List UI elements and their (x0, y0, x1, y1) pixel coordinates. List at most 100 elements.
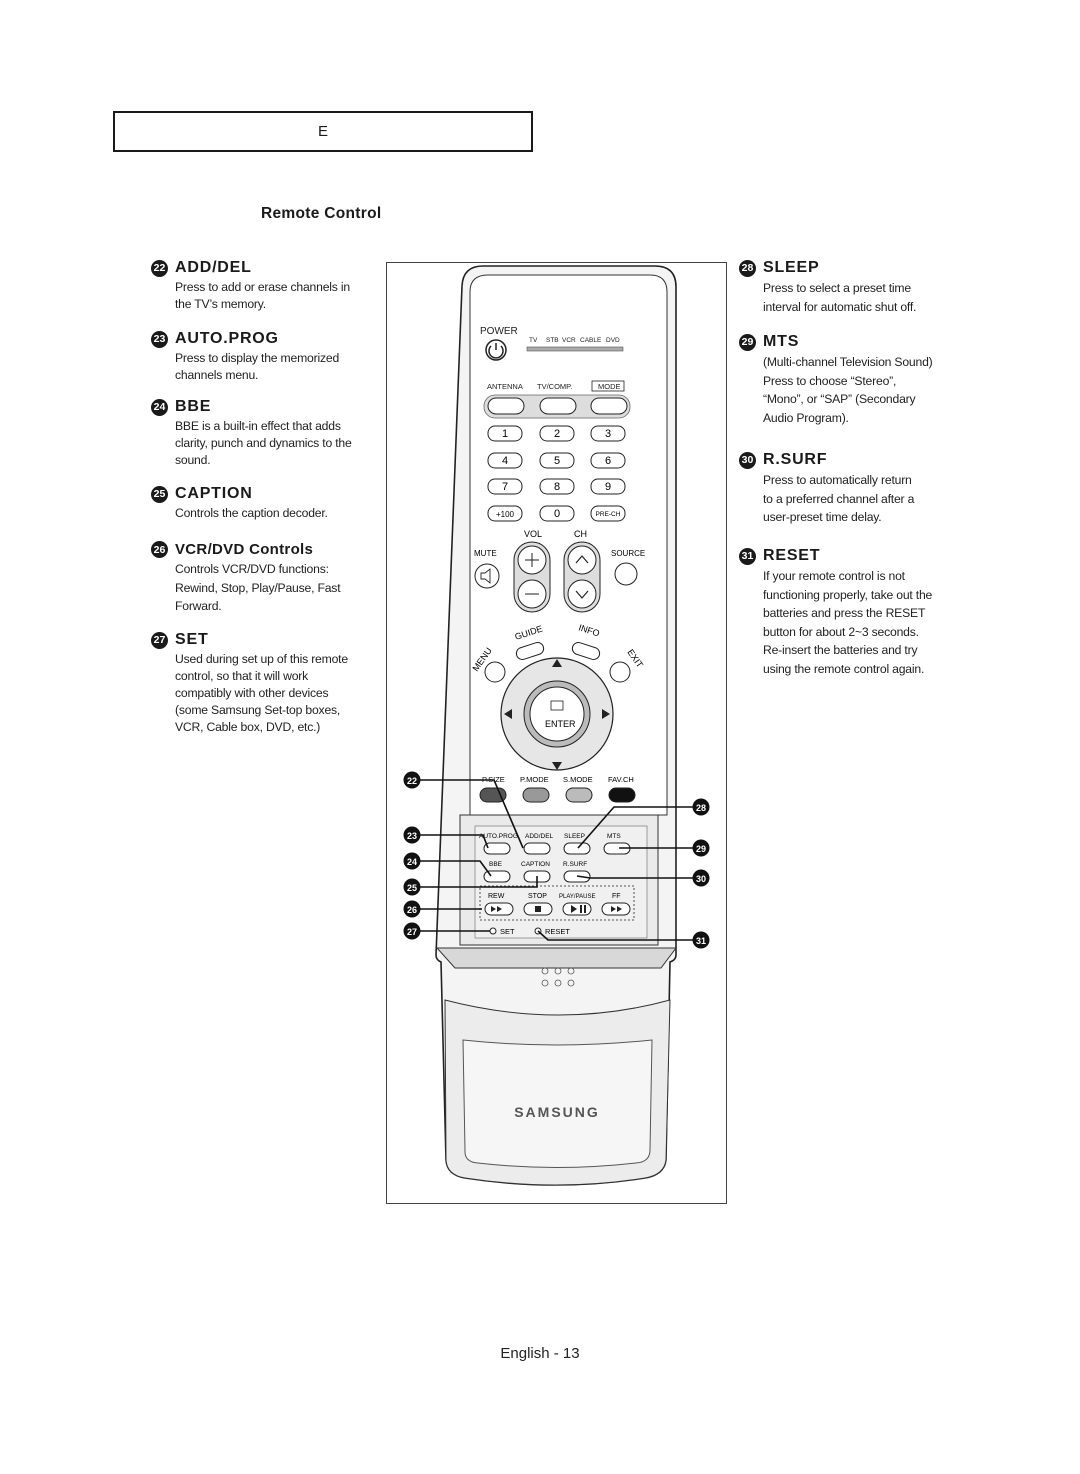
svg-text:27: 27 (407, 927, 417, 937)
smode-label: S.MODE (563, 775, 593, 784)
rew-label: REW (488, 893, 505, 900)
item-title: CAPTION (175, 485, 253, 502)
enter-label: ENTER (545, 719, 576, 729)
mode-button (590, 397, 628, 415)
svg-text:PRE-CH: PRE-CH (596, 511, 621, 518)
svg-text:9: 9 (605, 481, 611, 493)
down-arrow-icon (552, 762, 562, 770)
svg-text:8: 8 (554, 481, 560, 493)
callout-number: 28 (739, 259, 756, 277)
svg-text:7: 7 (502, 481, 508, 493)
guide-button (515, 642, 545, 660)
item-title: MTS (763, 333, 800, 350)
favch-button (608, 787, 636, 803)
item-title: ADD/DEL (175, 259, 252, 276)
callout-lines (418, 779, 694, 941)
reset-label: RESET (545, 927, 570, 936)
item-title: VCR/DVD Controls (175, 541, 314, 558)
source-button (614, 562, 638, 586)
callout-number: 24 (151, 398, 168, 416)
sleep-button (563, 842, 591, 855)
svg-text:3: 3 (605, 428, 611, 440)
item-title: BBE (175, 398, 212, 415)
up-arrow-icon (552, 659, 562, 667)
mode-indicator (526, 346, 624, 352)
svg-text:30: 30 (696, 874, 706, 884)
svg-text:5: 5 (554, 455, 560, 467)
left-arrow-icon (504, 709, 512, 719)
antenna-button (487, 397, 525, 415)
mode-label-cable: CABLE (580, 337, 602, 344)
pmode-label: P.MODE (520, 775, 549, 784)
item-title: RESET (763, 547, 821, 564)
power-icon (488, 343, 504, 359)
svg-text:2: 2 (554, 428, 560, 440)
svg-text:28: 28 (696, 803, 706, 813)
bbe-label: BBE (489, 861, 503, 868)
set-label: SET (500, 927, 515, 936)
favch-label: FAV.CH (608, 775, 634, 784)
samsung-logo: SAMSUNG (514, 1104, 600, 1120)
callout-number: 25 (151, 485, 168, 503)
callout-markers: 22 23 24 25 26 27 28 29 30 31 (403, 771, 710, 949)
mute-button (474, 563, 500, 589)
indicator-dots (541, 967, 575, 987)
pmode-button (522, 787, 550, 803)
enter-button (529, 686, 585, 742)
header-box: E (113, 111, 533, 152)
tvcomp-label: TV/COMP. (537, 382, 572, 391)
rsurf-label: R.SURF (563, 861, 587, 868)
callout-number: 22 (151, 259, 168, 277)
svg-text:6: 6 (605, 455, 611, 467)
callout-number: 27 (151, 631, 168, 649)
svg-text:4: 4 (502, 455, 508, 467)
svg-text:0: 0 (554, 508, 560, 520)
callout-number: 26 (151, 541, 168, 558)
antenna-label: ANTENNA (487, 382, 523, 391)
stop-label: STOP (528, 893, 547, 900)
set-button (489, 927, 497, 935)
ch-label: CH (574, 529, 587, 539)
svg-text:29: 29 (696, 844, 706, 854)
fast-forward-icon (611, 906, 622, 912)
vol-label: VOL (524, 529, 542, 539)
source-label: SOURCE (611, 549, 645, 558)
ch-down-button (567, 579, 597, 609)
mode-label: MODE (598, 382, 621, 391)
svg-text:24: 24 (407, 857, 417, 867)
stop-icon (535, 906, 541, 912)
svg-text:1: 1 (502, 428, 508, 440)
callout-number: 31 (739, 547, 756, 565)
header-text: E (317, 123, 328, 140)
bbe-button (483, 870, 511, 883)
section-title: Remote Control (261, 205, 382, 222)
mute-label: MUTE (474, 549, 497, 558)
playpause-label: PLAY/PAUSE (559, 894, 595, 900)
ch-up-button (567, 545, 597, 575)
item-title: AUTO.PROG (175, 330, 279, 347)
mode-label-vcr: VCR (562, 337, 576, 344)
rewind-icon (491, 906, 502, 912)
play-pause-icon (571, 905, 586, 913)
svg-text:22: 22 (407, 776, 417, 786)
mode-label-tv: TV (529, 337, 538, 344)
svg-text:+100: +100 (496, 510, 515, 519)
power-label: POWER (480, 326, 518, 337)
mts-label: MTS (607, 833, 621, 840)
smode-button (565, 787, 593, 803)
item-description: (Multi-channel Television Sound)Press to… (763, 355, 933, 425)
autoprog-label: AUTO.PROG (479, 833, 518, 840)
enter-icon (550, 700, 564, 711)
